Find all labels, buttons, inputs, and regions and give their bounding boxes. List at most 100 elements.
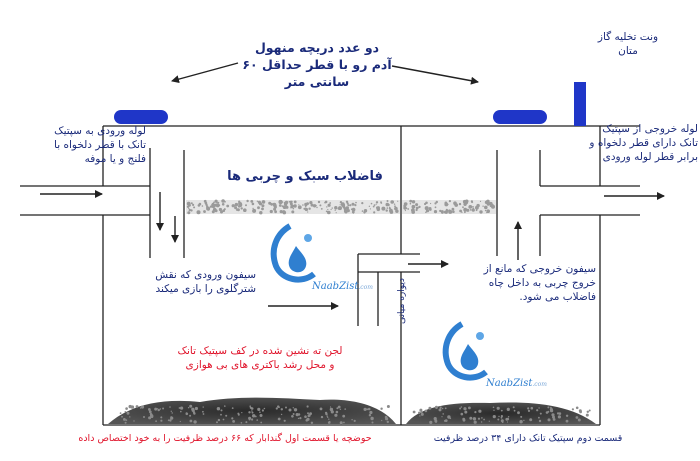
texture-dot bbox=[538, 407, 540, 409]
texture-dot bbox=[473, 420, 477, 424]
texture-dot bbox=[351, 202, 355, 206]
texture-dot bbox=[438, 408, 442, 412]
texture-dot bbox=[275, 407, 278, 410]
texture-dot bbox=[351, 207, 356, 212]
texture-dot bbox=[475, 209, 478, 212]
texture-dot bbox=[520, 415, 523, 418]
texture-dot bbox=[490, 203, 494, 207]
texture-dot bbox=[292, 407, 294, 409]
texture-dot bbox=[304, 202, 308, 207]
texture-dot bbox=[397, 200, 399, 202]
texture-dot bbox=[304, 415, 307, 419]
texture-dot bbox=[373, 211, 376, 214]
texture-dot bbox=[435, 200, 438, 204]
texture-dot bbox=[250, 200, 254, 203]
texture-dot bbox=[386, 405, 390, 408]
texture-dot bbox=[297, 205, 302, 210]
texture-dot bbox=[218, 204, 221, 207]
texture-dot bbox=[334, 413, 338, 417]
texture-dot bbox=[305, 419, 309, 422]
texture-dot bbox=[538, 419, 542, 423]
texture-dot bbox=[527, 409, 531, 412]
texture-dot bbox=[381, 419, 383, 422]
texture-dot bbox=[486, 211, 488, 214]
texture-dot bbox=[193, 206, 196, 209]
texture-dot bbox=[539, 412, 542, 415]
texture-dot bbox=[500, 419, 504, 423]
texture-dot bbox=[124, 411, 127, 413]
texture-dot bbox=[159, 408, 162, 410]
texture-dot bbox=[488, 420, 490, 422]
texture-dot bbox=[167, 419, 170, 422]
texture-dot bbox=[256, 419, 259, 421]
texture-dot bbox=[307, 211, 309, 213]
texture-dot bbox=[361, 202, 364, 205]
texture-dot bbox=[441, 416, 443, 418]
texture-dot bbox=[196, 210, 201, 215]
texture-dot bbox=[419, 415, 421, 417]
arrow-manhole-left bbox=[171, 62, 239, 84]
texture-dot bbox=[479, 210, 483, 214]
texture-dot bbox=[273, 203, 277, 208]
texture-dot bbox=[307, 414, 311, 418]
texture-dot bbox=[420, 411, 423, 414]
texture-dot bbox=[269, 209, 273, 214]
texture-dot bbox=[469, 209, 472, 211]
texture-dot bbox=[202, 410, 204, 413]
texture-dot bbox=[372, 205, 375, 208]
texture-dot bbox=[285, 205, 289, 209]
texture-dot bbox=[263, 407, 266, 410]
texture-dot bbox=[498, 415, 500, 418]
texture-dot bbox=[252, 207, 254, 210]
texture-dot bbox=[538, 416, 540, 419]
watermark-brand-1: NaabZist bbox=[312, 281, 359, 292]
texture-dot bbox=[482, 205, 484, 207]
texture-dot bbox=[376, 206, 379, 209]
texture-dot bbox=[218, 207, 222, 212]
texture-dot bbox=[459, 407, 462, 410]
texture-dot bbox=[284, 210, 286, 213]
texture-dot bbox=[501, 421, 504, 424]
texture-dot bbox=[415, 206, 419, 210]
texture-dot bbox=[371, 421, 374, 424]
texture-dot bbox=[409, 202, 412, 205]
texture-dot bbox=[588, 409, 591, 412]
texture-dot bbox=[297, 417, 300, 420]
texture-dot bbox=[334, 206, 338, 210]
texture-dot bbox=[309, 201, 313, 205]
texture-dot bbox=[291, 415, 294, 418]
vent-pipe bbox=[574, 82, 586, 126]
texture-dot bbox=[250, 407, 254, 410]
texture-dot bbox=[130, 405, 135, 409]
texture-dot bbox=[407, 208, 410, 210]
texture-dot bbox=[419, 408, 423, 412]
texture-dot bbox=[547, 410, 550, 413]
texture-dot bbox=[261, 409, 264, 412]
texture-dot bbox=[352, 212, 355, 214]
texture-dot bbox=[469, 416, 473, 420]
scum-layer bbox=[186, 199, 496, 215]
texture-dot bbox=[140, 405, 145, 409]
texture-dot bbox=[452, 210, 455, 213]
texture-dot bbox=[464, 211, 466, 214]
texture-dot bbox=[325, 412, 328, 416]
sludge-layer-first bbox=[108, 397, 396, 425]
texture-dot bbox=[330, 208, 332, 211]
texture-dot bbox=[468, 406, 471, 410]
texture-dot bbox=[289, 202, 293, 206]
texture-dot bbox=[178, 407, 181, 409]
outlet-pipe bbox=[496, 150, 640, 256]
texture-dot bbox=[193, 420, 197, 424]
texture-dot bbox=[302, 204, 304, 206]
texture-dot bbox=[190, 209, 193, 212]
arrow-manhole-right bbox=[391, 65, 479, 85]
texture-dot bbox=[283, 419, 286, 422]
texture-dot bbox=[251, 410, 253, 412]
texture-dot bbox=[425, 211, 427, 214]
texture-dot bbox=[434, 420, 438, 423]
texture-dot bbox=[288, 408, 292, 412]
texture-dot bbox=[462, 418, 466, 422]
texture-dot bbox=[368, 414, 372, 417]
texture-dot bbox=[295, 413, 299, 417]
texture-dot bbox=[280, 413, 283, 416]
